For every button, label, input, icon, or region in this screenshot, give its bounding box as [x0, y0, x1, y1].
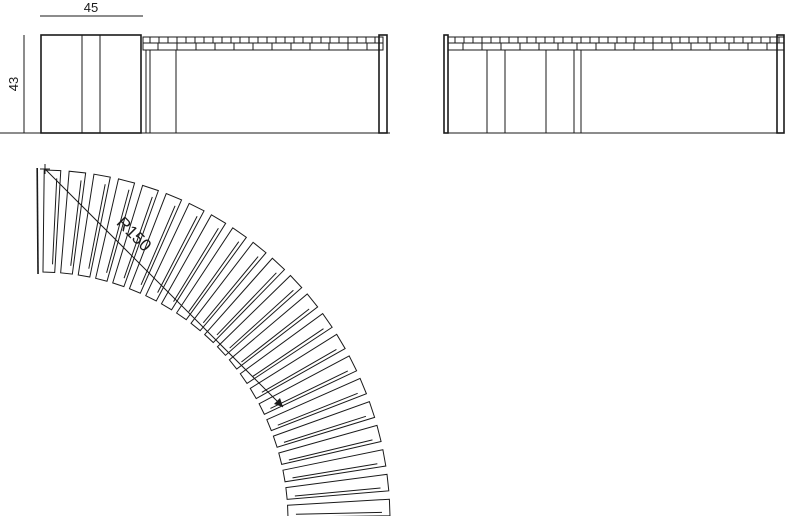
slat-groove: [294, 487, 381, 497]
slat-groove: [277, 392, 358, 426]
front-seat-bottom-strip: [447, 42, 785, 51]
slat-groove: [173, 227, 219, 302]
slat-groove: [292, 463, 378, 479]
slat-groove: [251, 328, 324, 378]
radius-arrowhead: [274, 398, 283, 407]
plan-view-curved-bench: [36, 168, 391, 516]
bench-slat: [228, 293, 319, 370]
bench-slat: [203, 257, 286, 344]
side-seat-bottom-strip: [142, 42, 384, 51]
bench-slat: [175, 227, 248, 321]
bench-slat: [239, 312, 333, 385]
bench-slat: [160, 214, 227, 311]
bench-slat: [282, 449, 387, 483]
bench-slat: [42, 169, 62, 273]
slat-groove: [229, 289, 294, 349]
height-dimension-label: 43: [6, 77, 21, 91]
bench-slat: [272, 400, 376, 448]
height-dimension: 43: [6, 35, 25, 133]
slat-groove: [241, 308, 310, 363]
slat-groove: [88, 184, 106, 269]
bench-slat: [128, 192, 183, 294]
slat-groove: [106, 189, 130, 273]
radius-dimension: R150: [40, 164, 284, 408]
front-left-leg: [443, 34, 449, 134]
bench-slat: [145, 202, 205, 302]
slat-groove: [295, 511, 382, 515]
front-seat-slat-ticks: [454, 37, 780, 50]
radius-line: [44, 168, 284, 408]
slat-groove: [52, 178, 58, 265]
slat-groove: [188, 241, 240, 312]
width-dimension: 45: [40, 0, 143, 17]
side-seat-top-strip: [142, 36, 384, 44]
bench-slat: [190, 241, 267, 332]
bench-slat: [285, 473, 390, 500]
slat-groove: [270, 370, 349, 409]
width-dimension-label: 45: [84, 0, 98, 15]
slat-groove: [288, 439, 373, 461]
side-end-block: [40, 34, 142, 134]
bench-slat: [112, 184, 160, 288]
slat-groove: [283, 415, 367, 443]
slat-groove: [123, 196, 153, 279]
bench-slat: [249, 333, 346, 400]
slat-groove: [261, 348, 337, 393]
bench-slat: [258, 355, 358, 415]
slat-groove: [202, 256, 259, 324]
bench-slat: [278, 424, 382, 465]
slat-groove: [70, 180, 82, 266]
bench-slat: [216, 274, 303, 357]
side-seat-slat-ticks: [149, 37, 376, 50]
slat-groove: [157, 216, 198, 293]
bench-slat: [266, 377, 368, 432]
slat-groove: [216, 272, 277, 336]
slat-groove: [140, 205, 176, 286]
plan-end-cap-top: [36, 168, 39, 275]
side-elevation: [0, 34, 390, 134]
front-elevation: [443, 34, 785, 134]
